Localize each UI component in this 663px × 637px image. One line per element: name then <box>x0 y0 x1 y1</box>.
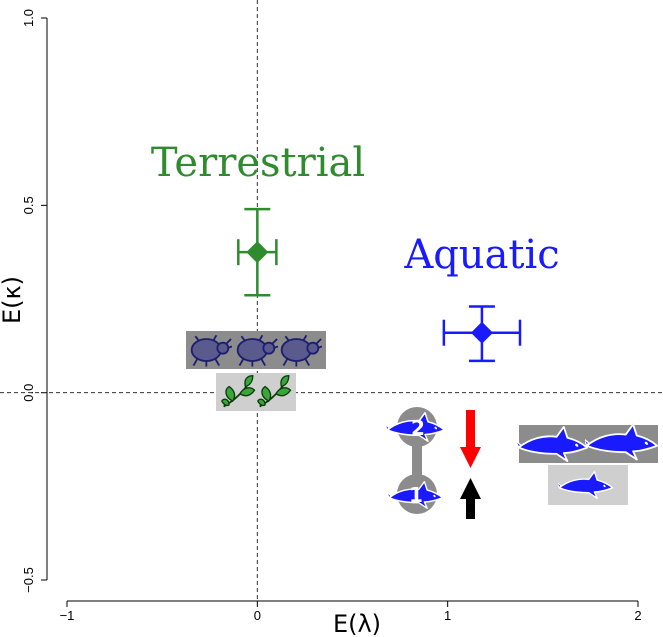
terrestrial-label: Terrestrial <box>151 140 365 186</box>
annotation-1: 1 <box>409 483 423 507</box>
black-up-arrow-icon <box>460 478 481 519</box>
red-down-arrow-icon <box>460 410 481 468</box>
x-axis-title: E(λ) <box>333 610 381 637</box>
annotation-2: 2 <box>411 416 425 440</box>
y-tick-label: 0.5 <box>21 196 36 214</box>
diamond-marker <box>470 321 493 344</box>
x-ticks: −1 0 1 2 <box>60 601 642 623</box>
x-tick-label: 1 <box>444 608 451 623</box>
aquatic-icons <box>517 423 659 505</box>
aquatic-label: Aquatic <box>403 232 559 278</box>
y-tick-label: 1.0 <box>21 9 36 27</box>
connector-bar <box>412 430 422 496</box>
x-tick-label: 2 <box>634 608 641 623</box>
x-tick-label: 0 <box>254 608 261 623</box>
numbered-sharks: 2 1 <box>386 407 446 514</box>
x-tick-label: −1 <box>60 608 75 623</box>
series-point <box>442 305 522 363</box>
y-tick-label: −0.5 <box>21 567 36 593</box>
diamond-marker <box>246 241 269 264</box>
data-points <box>237 207 522 363</box>
y-axis-title: E(κ) <box>0 276 26 324</box>
series-point <box>237 207 278 297</box>
terrestrial-icons <box>186 331 326 411</box>
